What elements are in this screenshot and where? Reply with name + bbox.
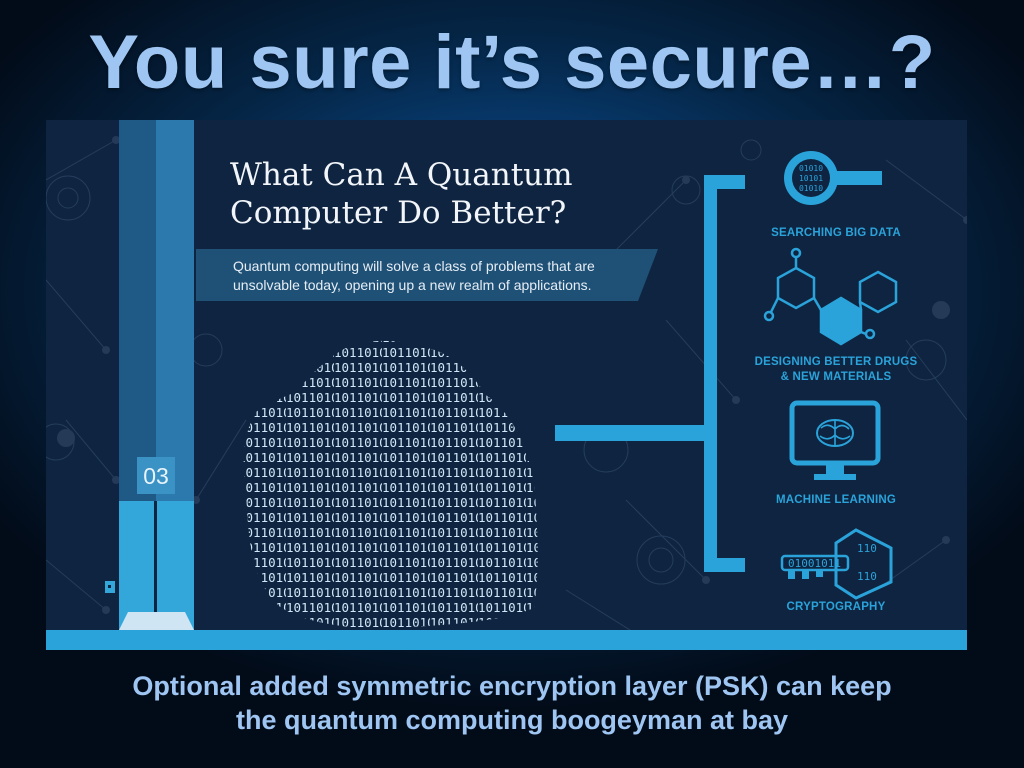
binary-key-icon: 01001011 110 110: [780, 528, 893, 600]
binary-brain-graphic: [243, 340, 538, 629]
quantum-infographic: 10110100: [46, 120, 967, 650]
monitor-brain-icon: [789, 400, 881, 480]
connector-bracket: [555, 175, 745, 572]
infographic-title: What Can A Quantum Computer Do Better?: [230, 157, 573, 231]
svg-text:01010: 01010: [799, 164, 823, 173]
magnifier-binary-icon: 01010 10101 01010: [784, 151, 882, 205]
svg-text:110: 110: [857, 570, 877, 583]
step-number: 03: [143, 463, 169, 489]
svg-text:01001011: 01001011: [788, 557, 841, 570]
subtitle-banner: [196, 249, 658, 301]
slide-title: You sure it’s secure…?: [88, 20, 936, 105]
slide-caption: Optional added symmetric encryption laye…: [132, 671, 892, 735]
molecule-icon: [763, 247, 898, 346]
svg-text:110: 110: [857, 542, 877, 555]
svg-text:10101: 10101: [799, 174, 823, 183]
svg-text:01010: 01010: [799, 184, 823, 193]
app-label-searching-big-data: SEARCHING BIG DATA: [771, 227, 901, 239]
step-number-box: [137, 457, 175, 494]
infographic-subtitle: Quantum computing will solve a class of …: [233, 258, 595, 293]
pipe-divider: [154, 501, 157, 630]
network-nodes: [57, 136, 967, 644]
app-label-designing-drugs: DESIGNING BETTER DRUGS & NEW MATERIALS: [754, 356, 918, 383]
bottom-strip: [46, 630, 967, 650]
network-background: [46, 139, 967, 641]
pipe-base: [119, 612, 194, 630]
app-label-machine-learning: MACHINE LEARNING: [775, 494, 897, 506]
infographic-graphics: 10110100: [46, 120, 967, 650]
app-label-cryptography: CRYPTOGRAPHY: [786, 601, 886, 613]
